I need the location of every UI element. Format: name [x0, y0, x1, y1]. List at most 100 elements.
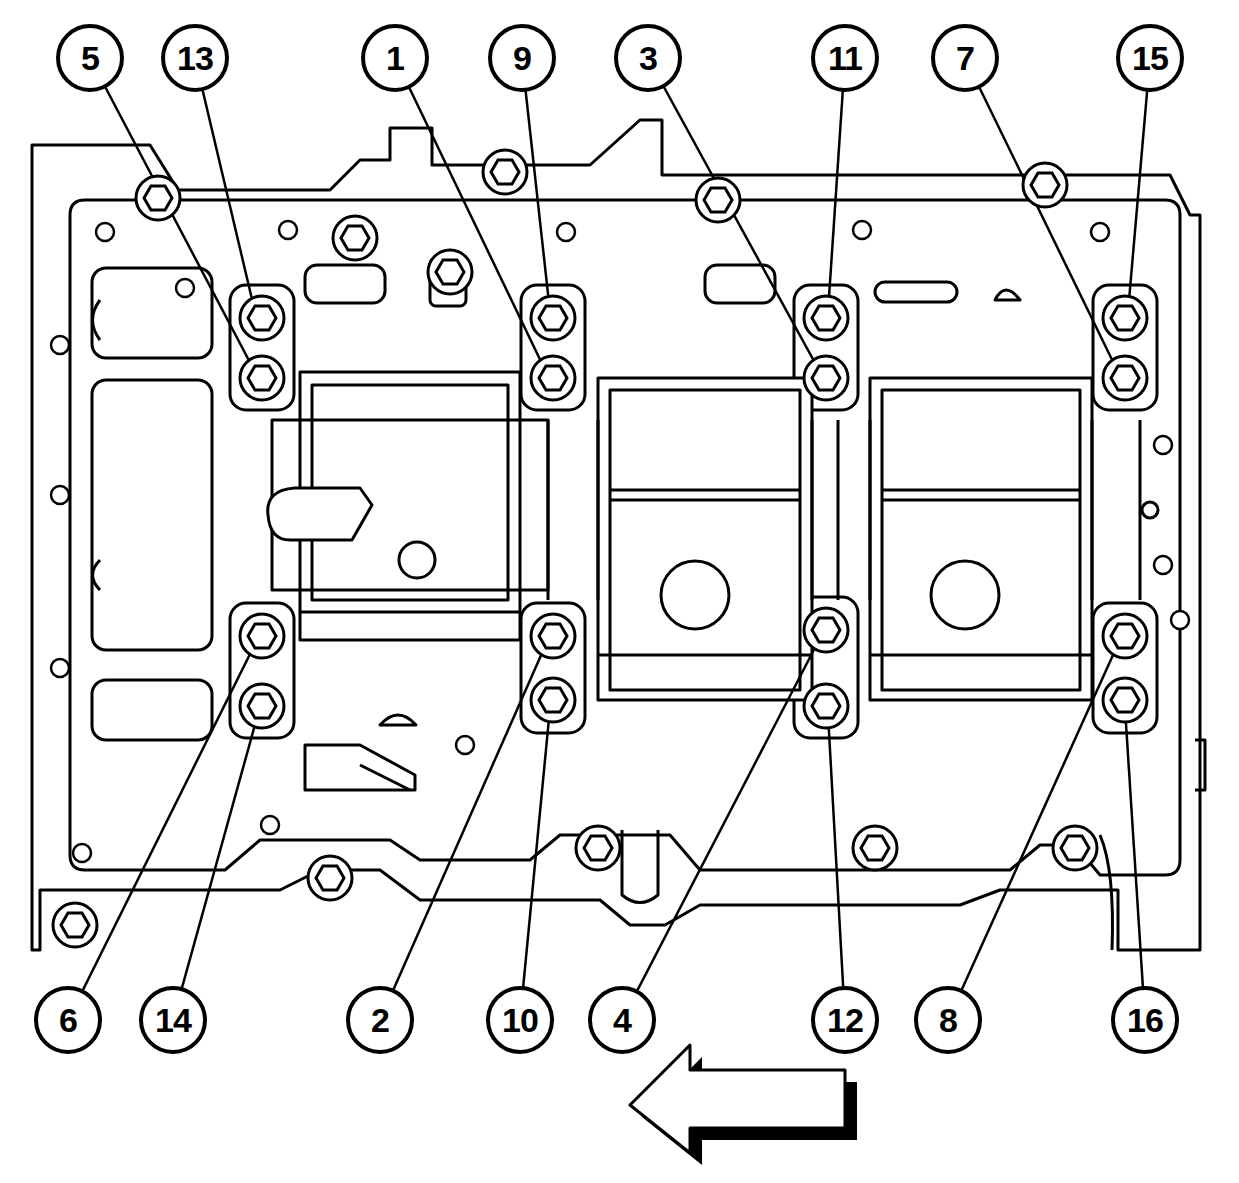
holes-part — [51, 659, 69, 677]
block-outline-part — [1093, 285, 1157, 410]
leader-lines-part — [195, 58, 255, 312]
callout-circle: 9 — [488, 24, 556, 92]
block-outline-part — [598, 378, 812, 700]
block-outline-part — [1092, 420, 1140, 600]
block-outline-part — [268, 488, 372, 540]
callout-number: 5 — [81, 41, 99, 75]
callout-number: 8 — [939, 1003, 957, 1037]
block-outline-part — [230, 285, 294, 410]
holes-part — [96, 223, 114, 241]
bolts-part — [1103, 296, 1147, 340]
holes-part — [853, 221, 871, 239]
callout-circle: 13 — [161, 24, 229, 92]
leader-lines-part — [522, 58, 550, 312]
holes-part — [261, 816, 279, 834]
block-outline-part — [870, 654, 1092, 657]
block-outline-part — [230, 603, 294, 738]
bolts-part — [531, 356, 575, 400]
bolts-part — [136, 176, 180, 220]
callout-number: 7 — [956, 41, 974, 75]
bolts-part — [576, 826, 620, 870]
bolts-part — [804, 356, 848, 400]
block-outline-part — [380, 715, 416, 725]
callout-number: 14 — [155, 1003, 191, 1037]
bolts-part — [531, 678, 575, 722]
callout-number: 6 — [59, 1003, 77, 1037]
block-outline-part — [610, 390, 800, 690]
holes-part — [456, 736, 474, 754]
bolts-part — [696, 178, 740, 222]
front-arrow — [630, 1045, 857, 1165]
block-outline-part — [93, 560, 101, 590]
holes-part — [1154, 556, 1172, 574]
callout-number: 16 — [1127, 1003, 1163, 1037]
callout-number: 9 — [513, 41, 531, 75]
callout-number: 10 — [502, 1003, 538, 1037]
block-outline-part — [92, 268, 212, 358]
bolts-part — [853, 826, 897, 870]
callout-circle: 11 — [811, 24, 879, 92]
block-outline-part — [875, 282, 957, 302]
leader-lines-part — [1125, 708, 1145, 1020]
block-outline-part — [521, 285, 585, 410]
bolts-part — [308, 856, 352, 900]
leader-lines-part — [90, 58, 255, 372]
block-outline-part — [1195, 740, 1205, 790]
leader-lines-part — [520, 708, 550, 1020]
block-outline-part — [360, 765, 410, 790]
callout-circle: 2 — [346, 986, 414, 1054]
leader-lines-part — [380, 644, 546, 1020]
holes-part — [1171, 611, 1189, 629]
callout-circle: 3 — [614, 24, 682, 92]
bolts-part — [1103, 678, 1147, 722]
block-outline-part — [1093, 603, 1157, 733]
holes-part — [73, 844, 91, 862]
callout-circle: 7 — [931, 24, 999, 92]
block-outline-part — [521, 603, 585, 733]
leader-lines-part — [395, 58, 546, 372]
callout-circle: 16 — [1111, 986, 1179, 1054]
block-outline-part — [870, 378, 1092, 700]
callout-circle: 5 — [56, 24, 124, 92]
holes-part — [279, 221, 297, 239]
callout-circle: 4 — [588, 986, 656, 1054]
block-outline-part — [598, 654, 812, 657]
bolts-part — [240, 356, 284, 400]
block-outline — [32, 120, 1205, 950]
holes-part — [176, 279, 194, 297]
leader-lines-part — [68, 644, 255, 1020]
callout-circle: 10 — [486, 986, 554, 1054]
bolts-part — [333, 216, 377, 260]
callout-circle: 8 — [914, 986, 982, 1054]
callout-number: 3 — [639, 41, 657, 75]
bolts-part — [1023, 163, 1067, 207]
callout-number: 11 — [828, 41, 862, 75]
callout-circle: 14 — [139, 986, 207, 1054]
block-outline-part — [305, 265, 385, 303]
bolts-part — [804, 296, 848, 340]
leader-lines — [68, 58, 1150, 1020]
bolts-part — [483, 150, 527, 194]
holes — [51, 221, 1189, 862]
block-outline-part — [661, 561, 729, 629]
block-outline-part — [882, 390, 1080, 690]
block-outline-part — [548, 420, 598, 600]
bolts-part — [804, 684, 848, 728]
leader-lines-part — [622, 638, 820, 1020]
block-outline-part — [70, 200, 1180, 875]
bolts-part — [240, 614, 284, 658]
holes-part — [557, 223, 575, 241]
block-outline-part — [995, 290, 1020, 300]
leader-lines-part — [1128, 58, 1150, 312]
callout-number: 13 — [177, 41, 213, 75]
leader-lines-part — [965, 58, 1118, 372]
block-outline-part — [882, 490, 1080, 500]
callout-number: 15 — [1132, 41, 1168, 75]
leader-lines-part — [828, 714, 845, 1020]
holes-part — [1091, 223, 1109, 241]
bolts-part — [240, 296, 284, 340]
callout-circle: 6 — [34, 986, 102, 1054]
bolts-part — [804, 608, 848, 652]
leader-lines-part — [173, 714, 258, 1020]
